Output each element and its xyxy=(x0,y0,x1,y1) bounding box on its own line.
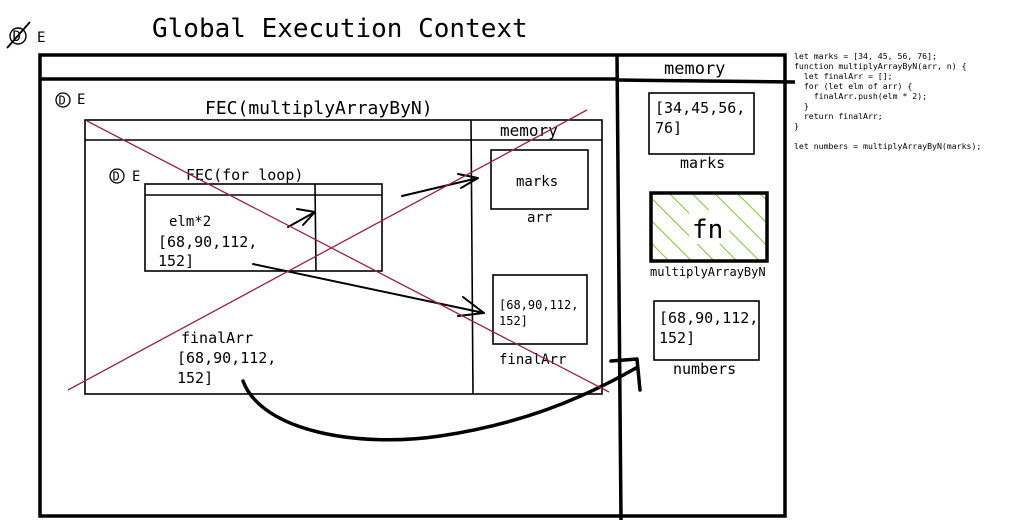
d-glyph: D xyxy=(113,170,120,184)
fec-loop-value-line2: 152] xyxy=(158,252,194,270)
fec-for-loop: D E FEC(for loop) elm*2 [68,90,112, 152] xyxy=(109,166,383,272)
d-circle-icon xyxy=(9,27,27,45)
fec-multiply-memory-label: memory xyxy=(500,121,558,140)
gec-marks-value-line1: [34,45,56, xyxy=(655,99,745,117)
fec-multiply-title: FEC(multiplyArrayByN) xyxy=(205,98,433,119)
fec-arr-box xyxy=(490,149,589,210)
fec-result-value-line1: [68,90,112, xyxy=(177,349,276,367)
gec-fn-label: multiplyArrayByN xyxy=(650,265,766,279)
e-label: E xyxy=(37,30,45,46)
gec-marks-box xyxy=(648,92,755,155)
fec-multiply-column-divider xyxy=(470,119,474,395)
gec-numbers-label: numbers xyxy=(673,360,736,378)
fec-loop-frame xyxy=(144,183,383,272)
code-line: let marks = [34, 45, 56, 76]; xyxy=(794,51,937,61)
e-label: E xyxy=(132,169,140,185)
gec-marks-label: marks xyxy=(680,154,725,172)
page-title: Global Execution Context xyxy=(152,14,528,44)
code-line: } xyxy=(794,121,799,131)
code-line: function multiplyArrayByN(arr, n) { xyxy=(794,61,967,71)
code-line: let numbers = multiplyArrayByN(marks); xyxy=(794,141,981,151)
gec-numbers-value-line2: 152] xyxy=(659,329,695,347)
arr-reference-arrow xyxy=(401,173,479,197)
code-line: return finalArr; xyxy=(794,111,883,121)
fec-loop-column-divider xyxy=(314,183,317,272)
push-arrow xyxy=(287,208,316,228)
fec-result-value-line2: 152] xyxy=(177,369,213,387)
gec-marks-value-line2: 76] xyxy=(655,119,682,137)
strike-icon xyxy=(6,21,31,49)
fec-loop-title: FEC(for loop) xyxy=(186,166,303,184)
fec-result-name: finalArr xyxy=(181,329,253,347)
fec-multiply-de-mark: D E xyxy=(55,92,85,108)
fec-finalarr-value-line1: [68,90,112, xyxy=(499,298,578,312)
gec-de-mark: D E xyxy=(6,21,45,49)
fec-crossout xyxy=(67,109,610,393)
d-circle-icon xyxy=(109,168,125,184)
source-code: let marks = [34, 45, 56, 76]; function m… xyxy=(794,51,981,151)
gec-column-divider xyxy=(615,54,623,521)
fec-multiply-frame xyxy=(84,119,603,395)
gec-numbers-box xyxy=(653,300,760,361)
d-glyph: D xyxy=(59,94,66,108)
return-value-arrow xyxy=(241,366,638,442)
gec-frame xyxy=(38,53,787,518)
finalarr-reference-arrow xyxy=(252,263,485,317)
code-line: for (let elm of arr) { xyxy=(794,81,912,91)
fec-loop-value-line1: [68,90,112, xyxy=(158,233,257,251)
crossout-line-1 xyxy=(86,120,610,393)
global-execution-context: memory [34,45,56, 76] marks fn multiplyA… xyxy=(38,53,796,521)
fn-text-backing xyxy=(689,210,729,244)
code-line: finalArr.push(elm * 2); xyxy=(794,91,927,101)
fec-finalarr-box xyxy=(492,274,588,345)
fec-loop-expr: elm*2 xyxy=(169,214,211,230)
fec-loop-de-mark: D E xyxy=(109,168,140,185)
e-label: E xyxy=(77,92,85,108)
gec-memory-label: memory xyxy=(664,59,725,79)
fec-finalarr-value-line2: 152] xyxy=(499,314,528,328)
code-line: } xyxy=(794,101,809,111)
return-arrow-head xyxy=(609,357,642,392)
code-line: let finalArr = []; xyxy=(794,71,893,81)
gec-fn-value: fn xyxy=(692,215,723,245)
fec-multiply-array-by-n: D E FEC(multiplyArrayByN) memory marks a… xyxy=(55,92,603,395)
pointer-arrows xyxy=(241,173,642,442)
fec-arr-label: arr xyxy=(527,210,552,226)
gec-memory-divider xyxy=(616,78,796,84)
d-circle-icon xyxy=(55,92,71,108)
crossout-line-2 xyxy=(67,109,588,391)
gec-numbers-value-line1: [68,90,112, xyxy=(659,309,758,327)
fec-finalarr-label: finalArr xyxy=(499,352,566,368)
fec-arr-value: marks xyxy=(516,174,558,190)
